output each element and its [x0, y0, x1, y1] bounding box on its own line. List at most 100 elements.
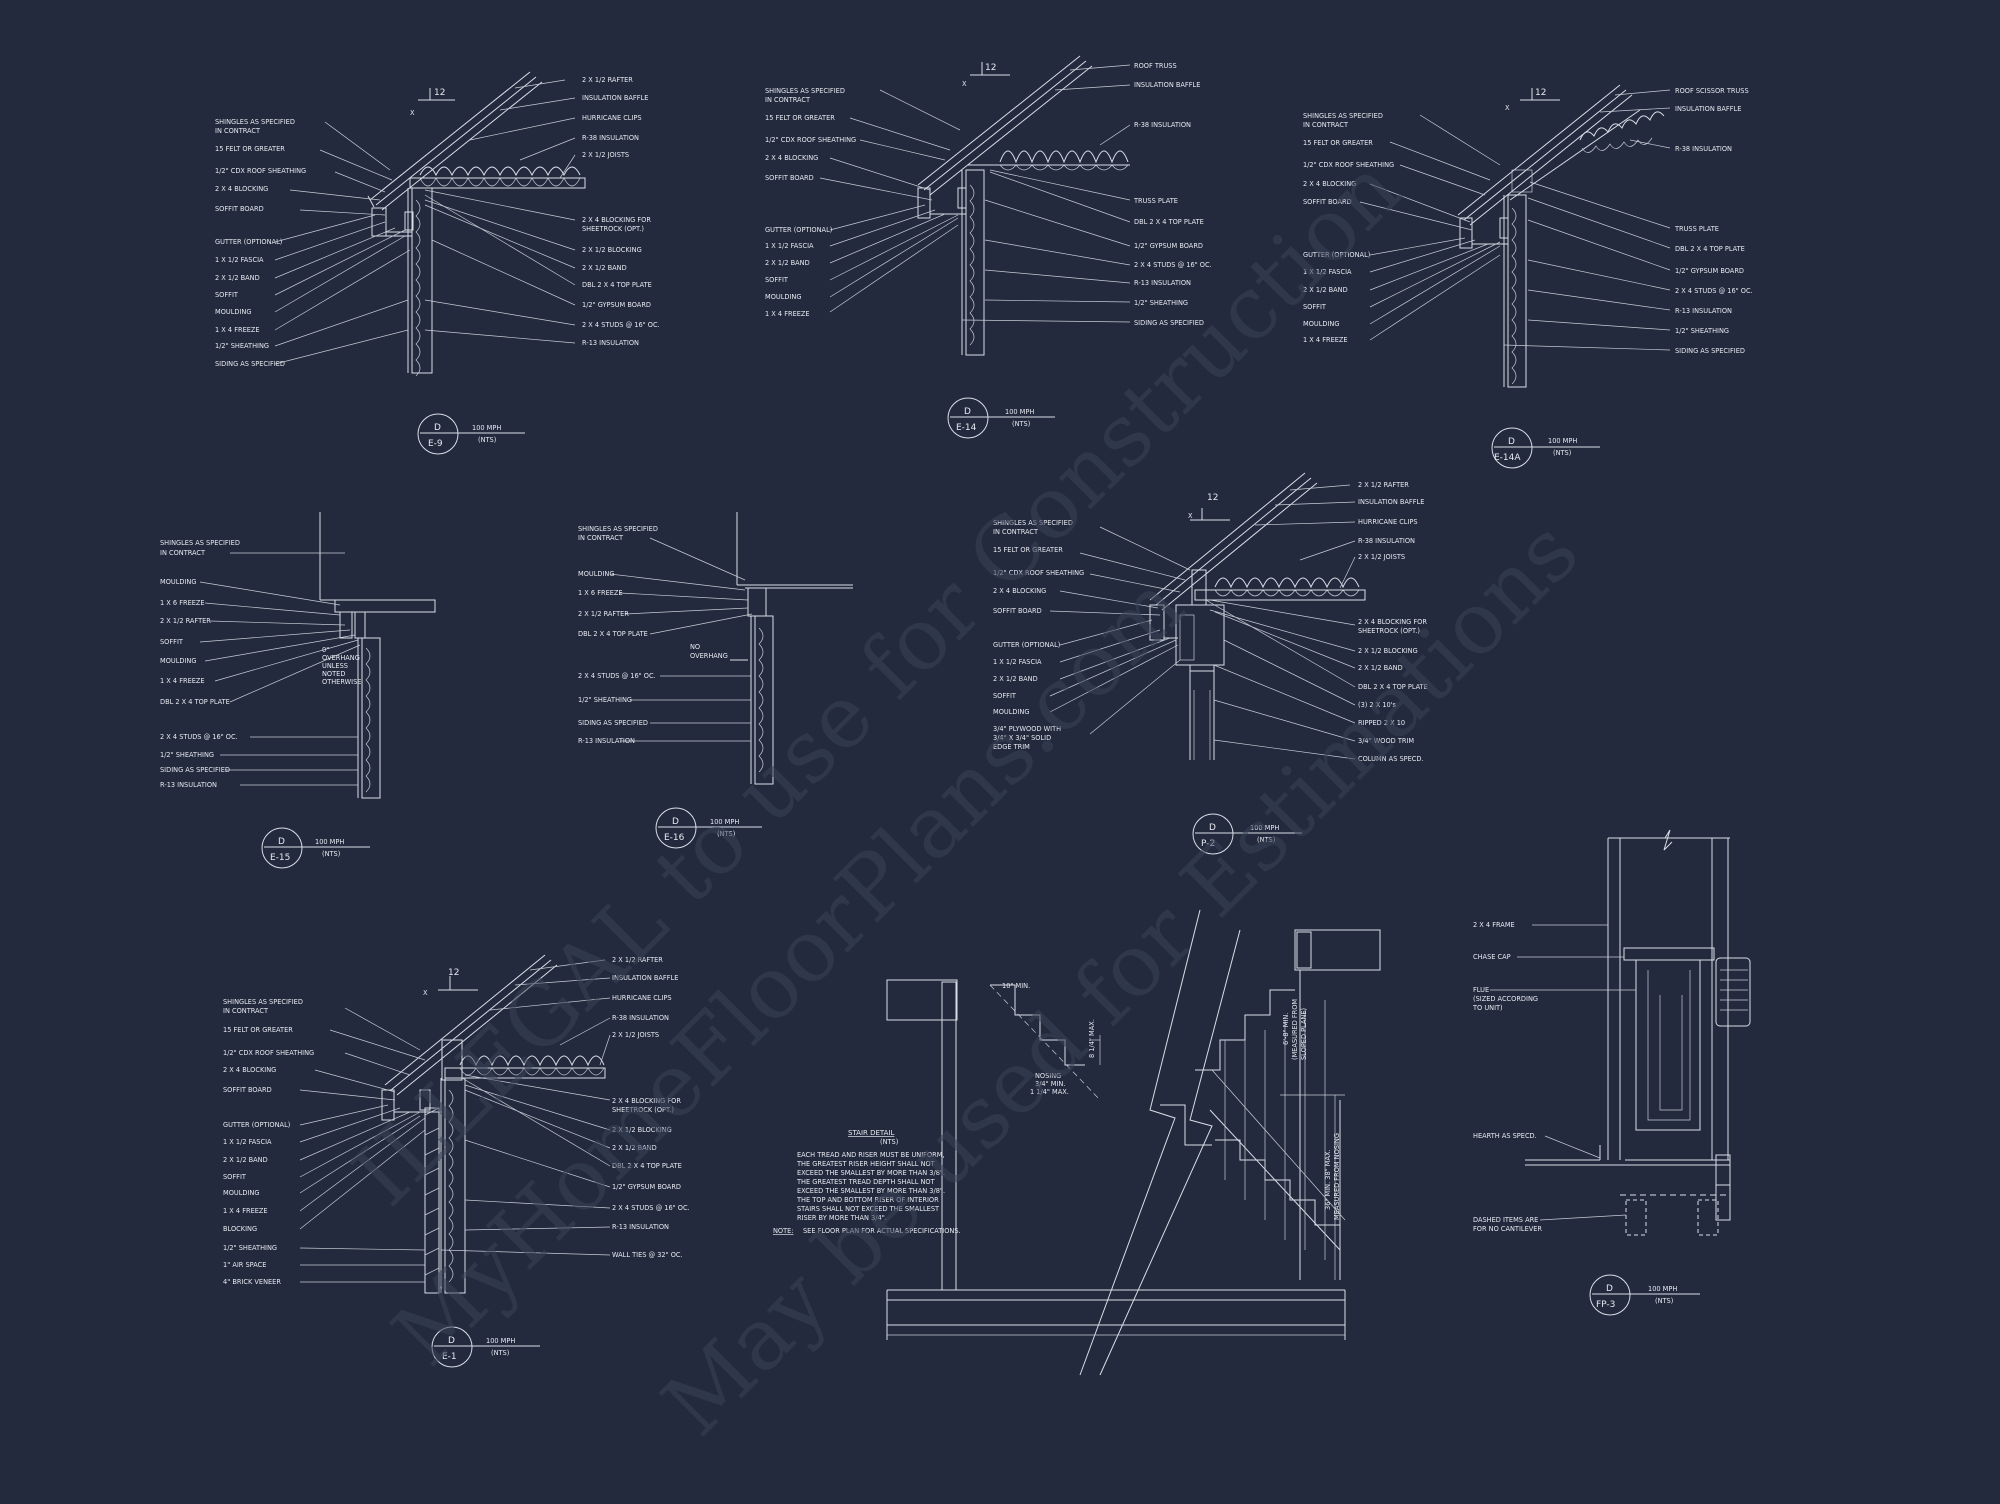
e1-label-r3: R-38 INSULATION — [612, 1014, 669, 1022]
e15-label-l10: 1/2" SHEATHING — [160, 751, 214, 759]
e15-label-l11: SIDING AS SPECIFIED — [160, 766, 230, 774]
e15-label-l5: SOFFIT — [160, 638, 184, 646]
e14-label-r8: 1/2" SHEATHING — [1134, 299, 1188, 307]
e9-tag-ref: E-9 — [428, 439, 443, 449]
p2-label-l8: 2 X 1/2 BAND — [993, 675, 1038, 683]
e9-label-r11: 2 X 4 STUDS @ 16" OC. — [582, 321, 660, 329]
e1-pitch: 12 — [448, 968, 459, 978]
e14a-pitch: 12 — [1535, 88, 1546, 98]
e14a-label-l6: GUTTER (OPTIONAL) — [1303, 251, 1370, 259]
e9-pitch: 12 — [434, 88, 445, 98]
e14a-label-l8: 2 X 1/2 BAND — [1303, 286, 1348, 294]
e1-label-l9: SOFFIT — [223, 1173, 247, 1181]
e1-label-r11: 2 X 4 STUDS @ 16" OC. — [612, 1204, 690, 1212]
e14a-label-l10: MOULDING — [1303, 320, 1339, 328]
e14-label-l9: SOFFIT — [765, 276, 789, 284]
e14a-leaders — [1359, 89, 1671, 351]
p2-leaders — [1049, 484, 1356, 760]
e14a-tag-nts: (NTS) — [1553, 449, 1571, 457]
e9-tag-bubble — [417, 413, 459, 455]
e14a-tag-mph: 100 MPH — [1548, 437, 1577, 445]
e9-label-l13: SIDING AS SPECIFIED — [215, 360, 285, 368]
stair-text-0: EACH TREAD AND RISER MUST BE UNIFORM, — [797, 1151, 945, 1159]
fp3-tag-mph: 100 MPH — [1648, 1285, 1677, 1293]
stair-dim-7: SLOPED PLANE) — [1300, 1008, 1308, 1060]
e14a-label-l5: SOFFIT BOARD — [1303, 198, 1352, 206]
e15-tag-ref: E-15 — [270, 853, 290, 863]
e14-linework — [917, 55, 1130, 356]
e14-label-r6: 2 X 4 STUDS @ 16" OC. — [1134, 261, 1212, 269]
fp3-label-2: FLUE — [1473, 986, 1489, 994]
e9-label-l11: 1 X 4 FREEZE — [215, 326, 260, 334]
p2-label-l1: IN CONTRACT — [993, 528, 1039, 536]
p2-label-l11: 3/4" PLYWOOD WITH — [993, 725, 1061, 733]
e16-label-l8: SIDING AS SPECIFIED — [578, 719, 648, 727]
e15-note-4: OTHERWISE — [322, 678, 361, 686]
e14-label-l1: IN CONTRACT — [765, 96, 811, 104]
stair-text-7: RISER BY MORE THAN 3/4". — [797, 1214, 887, 1222]
e14a-label-r5: 1/2" GYPSUM BOARD — [1675, 267, 1744, 275]
p2-label-r7: 2 X 1/2 BLOCKING — [1358, 647, 1418, 655]
e1-tag-sheet: D — [448, 1336, 455, 1346]
stair-dim-9: MEASURED FROM NOSING — [1333, 1133, 1341, 1220]
e9-label-r0: 2 X 1/2 RAFTER — [582, 76, 633, 84]
e14a-linework — [1457, 84, 1665, 388]
p2-label-l6: GUTTER (OPTIONAL) — [993, 641, 1060, 649]
stair-dim-0: 10" MIN. — [1002, 982, 1030, 990]
p2-label-l7: 1 X 1/2 FASCIA — [993, 658, 1042, 666]
p2-label-l12: 3/4" X 3/4" SOLID — [993, 734, 1051, 742]
e16-label-l7: 1/2" SHEATHING — [578, 696, 632, 704]
p2-label-r6: SHEETROCK (OPT.) — [1358, 627, 1420, 635]
detail-e1: SHINGLES AS SPECIFIED IN CONTRACT 15 FEL… — [223, 954, 690, 1368]
p2-label-r10: (3) 2 X 10's — [1358, 701, 1397, 709]
e9-label-r1: INSULATION BAFFLE — [582, 94, 648, 102]
p2-label-l13: EDGE TRIM — [993, 743, 1030, 751]
e9-label-l2: 15 FELT OR GREATER — [215, 145, 285, 153]
fp3-linework — [1525, 829, 1751, 1236]
e14a-label-r0: ROOF SCISSOR TRUSS — [1675, 87, 1749, 95]
e14a-tag-sheet: D — [1508, 437, 1515, 447]
p2-tag-mph: 100 MPH — [1250, 824, 1279, 832]
e9-label-l9: SOFFIT — [215, 291, 239, 299]
e14-label-r9: SIDING AS SPECIFIED — [1134, 319, 1204, 327]
e15-label-l0: SHINGLES AS SPECIFIED — [160, 539, 240, 547]
e16-label-l5: DBL 2 X 4 TOP PLATE — [578, 630, 648, 638]
e14a-label-r4: DBL 2 X 4 TOP PLATE — [1675, 245, 1745, 253]
e9-label-l7: 1 X 1/2 FASCIA — [215, 256, 264, 264]
e9-label-r7: 2 X 1/2 BLOCKING — [582, 246, 642, 254]
e15-note-3: NOTED — [322, 670, 345, 678]
stair-text-4: EXCEED THE SMALLEST BY MORE THAN 3/8". — [797, 1187, 945, 1195]
stair-dim-8: 36" MIN. 38" MAX. — [1324, 1149, 1332, 1210]
e14a-label-l9: SOFFIT — [1303, 303, 1327, 311]
stair-dim-1: 8 1/4" MAX. — [1088, 1019, 1096, 1058]
e1-label-r7: 2 X 1/2 BLOCKING — [612, 1126, 672, 1134]
e16-label-l9: R-13 INSULATION — [578, 737, 635, 745]
e9-label-l8: 2 X 1/2 BAND — [215, 274, 260, 282]
fp3-label-5: HEARTH AS SPECD. — [1473, 1132, 1537, 1140]
e1-linework — [381, 954, 606, 1294]
detail-e16: SHINGLES AS SPECIFIED IN CONTRACT MOULDI… — [578, 512, 853, 849]
e9-label-l3: 1/2" CDX ROOF SHEATHING — [215, 167, 306, 175]
fp3-label-4: TO UNIT) — [1472, 1004, 1503, 1012]
e14-tag-nts: (NTS) — [1012, 420, 1030, 428]
e16-label-l0: SHINGLES AS SPECIFIED — [578, 525, 658, 533]
e9-tag-nts: (NTS) — [478, 436, 496, 444]
e1-label-l5: SOFFIT BOARD — [223, 1086, 272, 1094]
e9-label-r6: SHEETROCK (OPT.) — [582, 225, 644, 233]
e1-label-r1: INSULATION BAFFLE — [612, 974, 678, 982]
e14a-label-r1: INSULATION BAFFLE — [1675, 105, 1741, 113]
e14-label-l0: SHINGLES AS SPECIFIED — [765, 87, 845, 95]
e14a-label-r3: TRUSS PLATE — [1674, 225, 1719, 233]
stair-nts: (NTS) — [880, 1138, 898, 1146]
e1-label-r8: 2 X 1/2 BAND — [612, 1144, 657, 1152]
stair-dim-2: NOSING — [1035, 1072, 1061, 1080]
e16-note-1: OVERHANG — [690, 652, 728, 660]
detail-e15: SHINGLES AS SPECIFIED IN CONTRACT MOULDI… — [160, 512, 436, 869]
e1-label-r4: 2 X 1/2 JOISTS — [612, 1031, 659, 1039]
e16-tag-nts: (NTS) — [717, 830, 735, 838]
e15-linework — [319, 512, 436, 799]
p2-label-r3: R-38 INSULATION — [1358, 537, 1415, 545]
e14a-label-l3: 1/2" CDX ROOF SHEATHING — [1303, 161, 1394, 169]
e15-leaders — [199, 552, 361, 786]
